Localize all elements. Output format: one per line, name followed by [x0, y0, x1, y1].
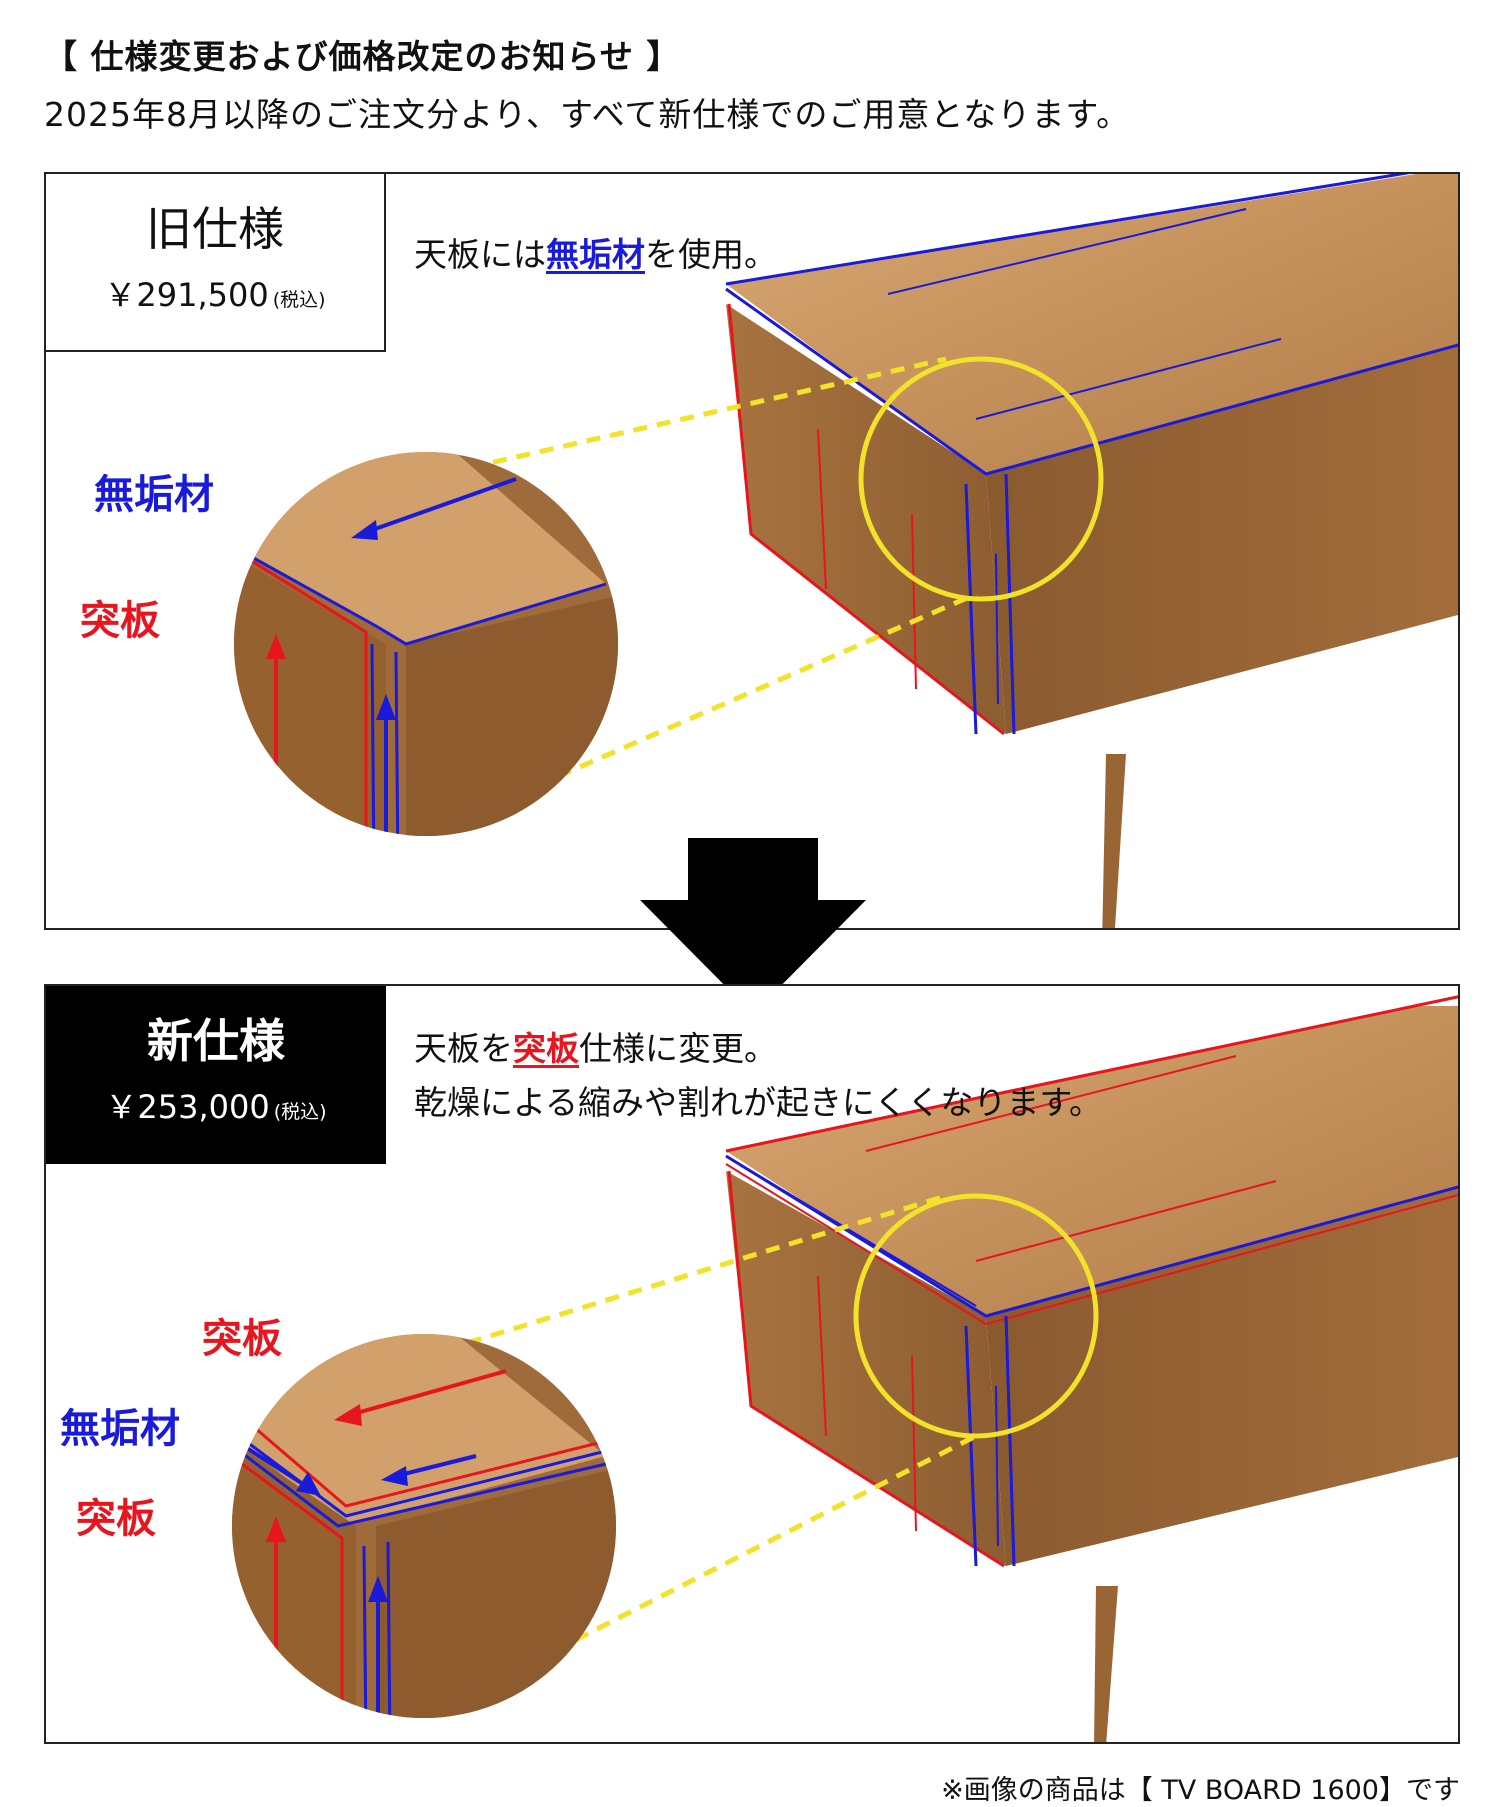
new-label-veneer-bottom: 突板 [76, 1496, 156, 1542]
old-spec-box: 旧仕様 ￥291,500(税込) [46, 174, 386, 352]
old-spec-price: ￥291,500(税込) [46, 270, 384, 316]
new-spec-description: 天板を突板仕様に変更。 乾燥による縮みや割れが起きにくくなります。 [414, 1022, 1102, 1130]
down-arrow-icon [640, 838, 866, 1014]
old-spec-panel: 旧仕様 ￥291,500(税込) 天板には無垢材を使用。 無垢材 突板 [44, 172, 1460, 930]
old-price-tax-note: (税込) [272, 289, 326, 311]
zoom-detail-new [232, 1334, 616, 1718]
new-price-value: ￥253,000 [105, 1088, 270, 1126]
new-spec-illustration [232, 995, 1458, 1742]
notice-subtitle: 2025年8月以降のご注文分より、すべて新仕様でのご用意となります。 [44, 95, 1131, 134]
old-desc-post: を使用。 [645, 235, 777, 274]
old-label-solid-wood: 無垢材 [94, 472, 214, 518]
new-spec-price: ￥253,000(税込) [46, 1082, 386, 1128]
old-desc-pre: 天板には [414, 235, 546, 274]
new-label-solid-wood: 無垢材 [60, 1406, 180, 1452]
new-desc-line2: 乾燥による縮みや割れが起きにくくなります。 [414, 1083, 1103, 1122]
new-price-tax-note: (税込) [273, 1101, 327, 1123]
old-spec-description: 天板には無垢材を使用。 [414, 228, 777, 282]
new-spec-panel: 新仕様 ￥253,000(税込) 天板を突板仕様に変更。 乾燥による縮みや割れが… [44, 984, 1460, 1744]
old-desc-highlight: 無垢材 [546, 235, 645, 274]
new-spec-box: 新仕様 ￥253,000(税込) [46, 986, 386, 1164]
notice-title: 【 仕様変更および価格改定のお知らせ 】 [44, 37, 681, 76]
new-desc-post: 仕様に変更。 [579, 1029, 777, 1068]
new-desc-line1: 天板を突板仕様に変更。 [414, 1022, 1102, 1076]
old-price-value: ￥291,500 [104, 276, 269, 314]
new-desc-pre: 天板を [414, 1029, 513, 1068]
old-spec-title: 旧仕様 [146, 202, 284, 256]
old-spec-illustration [234, 174, 1458, 928]
old-label-veneer: 突板 [80, 598, 160, 644]
new-spec-title: 新仕様 [147, 1014, 285, 1068]
product-footnote: ※画像の商品は【 TV BOARD 1600】です [941, 1775, 1460, 1806]
new-desc-highlight: 突板 [513, 1029, 579, 1068]
cabinet-new [725, 995, 1458, 1742]
zoom-detail-old [234, 452, 618, 836]
new-label-veneer-top: 突板 [202, 1316, 282, 1362]
cabinet-old [725, 174, 1458, 928]
